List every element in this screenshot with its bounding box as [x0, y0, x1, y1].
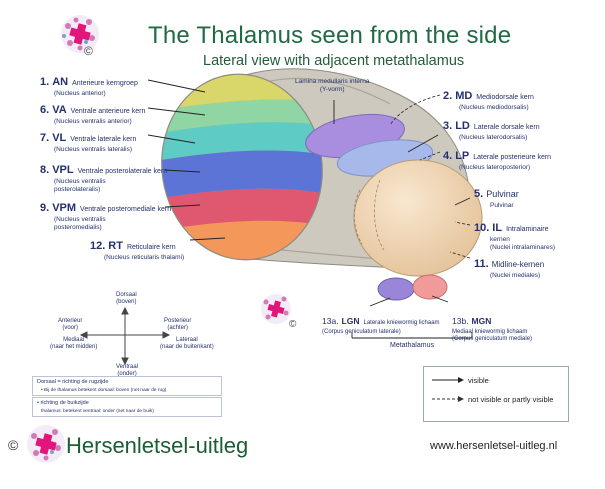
label-pulvinar: 5.Pulvinar Pulvinar — [474, 188, 519, 210]
nucleus-vl — [150, 122, 335, 162]
label-mgn: 13b.MGN Mediaal kniewormig lichaam (Corp… — [452, 316, 533, 343]
orient-dorsaal: Dorsaal(boven) — [116, 292, 137, 306]
page-subtitle: Lateral view with adjacent metathalamus — [203, 53, 465, 69]
brain-logo-icon — [61, 15, 99, 53]
footer-brain-logo-icon — [27, 425, 65, 463]
label-metathalamus: Metathalamus — [390, 342, 434, 349]
orientation-compass — [79, 306, 171, 366]
orient-anterieur: Anterieur(voor) — [58, 318, 83, 332]
nucleus-vpl — [150, 150, 335, 200]
nucleus-lgn — [377, 277, 415, 301]
orientation-note-dorsaal: Dorsaal = richting de rugzijde • Bij de … — [32, 376, 222, 396]
nucleus-vpm — [150, 188, 335, 232]
nucleus-va — [150, 99, 335, 135]
legend-not-visible: not visible or partly visible — [468, 395, 554, 404]
orient-ventraal: Ventraal(onder) — [116, 364, 139, 378]
orient-posterieur: Posterieur(achter) — [164, 318, 192, 332]
legend — [423, 366, 569, 422]
footer-copyright: © — [8, 437, 19, 453]
footer-site-name: Hersenletsel-uitleg — [66, 433, 249, 458]
copyright-mark-small: © — [289, 319, 297, 330]
orient-lateraal: Lateraal(naar de buitenkant) — [160, 337, 214, 351]
brain-logo-small-icon — [261, 294, 291, 324]
copyright-mark: © — [84, 44, 93, 58]
orientation-note-ventraal: • richting de buikzijde thalamus: beteke… — [32, 397, 222, 417]
label-midline: 11.Midline-kernen (Nuclei mediales) — [474, 258, 545, 280]
footer-url[interactable]: www.hersenletsel-uitleg.nl — [430, 440, 558, 452]
legend-visible: visible — [468, 376, 489, 385]
pulvinar — [353, 159, 483, 277]
page-title: The Thalamus seen from the side — [148, 22, 512, 49]
label-lamina: Lamina medullaris interna (Y-vorm) — [295, 78, 370, 93]
orient-mediaal: Mediaal(naar het midden) — [50, 337, 98, 351]
nucleus-mgn — [412, 274, 448, 300]
legend-arrows — [432, 377, 464, 402]
